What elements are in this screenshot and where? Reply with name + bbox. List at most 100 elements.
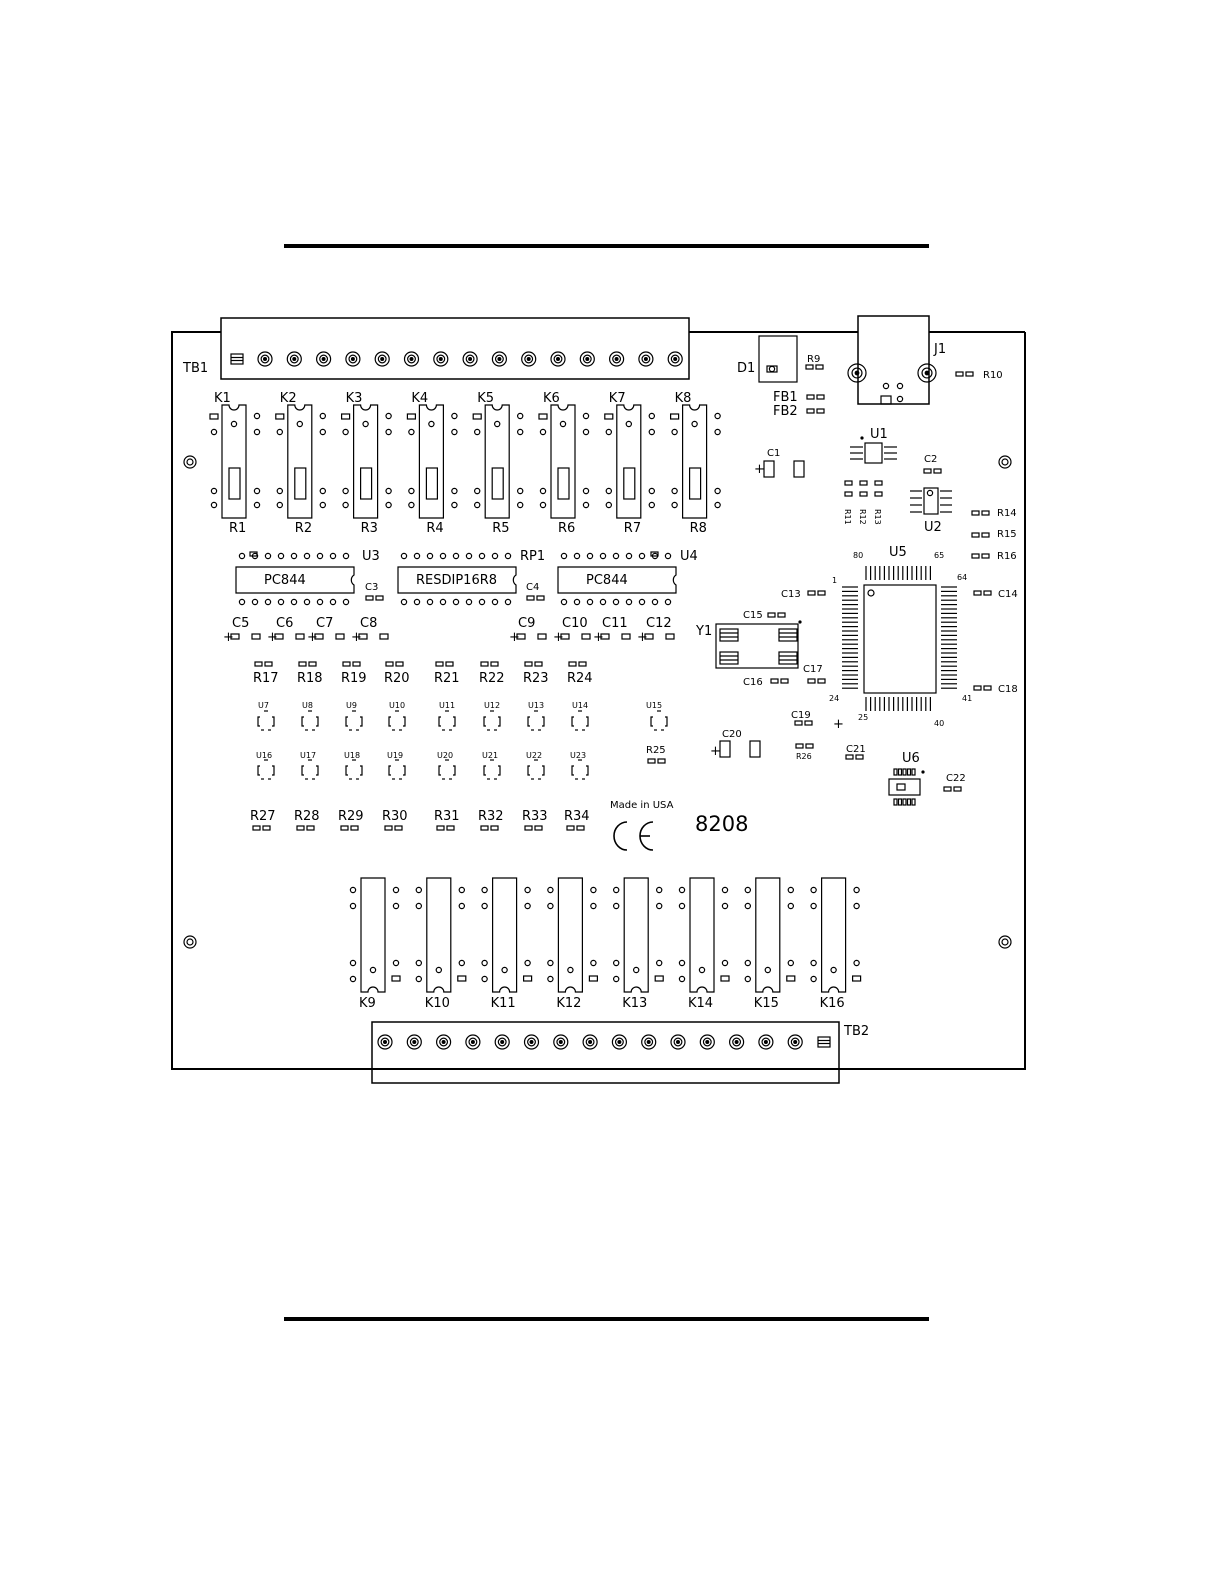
square-terminal — [817, 1036, 831, 1048]
screw-terminal-inner — [524, 354, 534, 364]
via-hole — [478, 552, 486, 560]
cap-plus-C6: + — [267, 630, 278, 645]
smd-pad — [859, 491, 868, 497]
via-hole — [451, 428, 458, 436]
screw-terminal-center — [614, 357, 619, 362]
screw-terminal-outer — [728, 1034, 745, 1050]
u6-pin — [902, 798, 907, 806]
cap-plus-C8: + — [351, 630, 362, 645]
screw-terminal-center — [617, 1039, 622, 1044]
smd-pad — [855, 754, 864, 760]
smd-pad — [981, 553, 990, 559]
u6-pin — [893, 768, 898, 776]
smd-pad — [480, 825, 489, 831]
relay-label-K10: K10 — [425, 996, 450, 1011]
u6-pin — [906, 798, 912, 806]
via-hole — [238, 552, 246, 560]
via-hole — [744, 975, 752, 983]
via-hole — [296, 420, 303, 428]
sot-body — [438, 765, 456, 776]
via-hole — [277, 552, 285, 560]
relay-switch-K2 — [294, 467, 307, 500]
smd-pad — [981, 510, 990, 516]
smd-pad — [807, 678, 816, 684]
via-hole — [582, 412, 590, 420]
screw-terminal-center — [529, 1039, 534, 1044]
cap-label-C5: C5 — [232, 616, 249, 631]
resistor-label-R8: R8 — [690, 521, 707, 536]
screw-terminal-center — [497, 357, 502, 362]
via-hole — [428, 420, 435, 428]
via-hole — [276, 428, 283, 436]
screw-terminal-outer — [670, 1034, 686, 1050]
smd-pad — [480, 661, 489, 667]
via-hole — [671, 428, 678, 436]
smd-pad — [720, 975, 730, 982]
resistor-R24: R24 — [567, 671, 593, 686]
via-hole — [362, 420, 369, 428]
screw-terminal-inner — [702, 1037, 712, 1047]
j1-outline — [857, 315, 930, 405]
screw-terminal-center — [585, 357, 590, 362]
screw-terminal-outer — [611, 1034, 628, 1050]
via-hole — [721, 959, 729, 967]
via-hole — [465, 598, 473, 606]
c1-label: C1 — [767, 448, 780, 459]
relay-label-K9: K9 — [359, 996, 376, 1011]
relay-K1 — [221, 404, 247, 519]
via-hole — [539, 501, 547, 509]
screw-terminal-outer — [403, 351, 420, 367]
u5-pin-1: 1 — [832, 576, 837, 585]
via-hole — [439, 552, 447, 560]
u2-label: U2 — [924, 520, 942, 535]
u5-label: U5 — [889, 545, 907, 560]
smd-pad — [534, 661, 543, 667]
smd-pad — [981, 532, 990, 538]
screw-terminal-outer — [316, 351, 332, 367]
via-hole — [316, 598, 324, 606]
screw-terminal-center — [705, 1039, 710, 1044]
via-hole — [664, 598, 672, 606]
smd-pad — [298, 661, 307, 667]
via-hole — [678, 902, 686, 910]
via-hole — [329, 598, 337, 606]
resistor-R34: R34 — [564, 809, 590, 824]
c4-label: C4 — [526, 582, 539, 593]
screw-terminal-outer — [465, 1034, 481, 1050]
resistor-R30: R30 — [382, 809, 408, 824]
c1-plus: + — [754, 462, 765, 477]
cap-label-C6: C6 — [276, 616, 293, 631]
via-hole — [303, 598, 311, 606]
sot-body — [345, 716, 363, 727]
via-hole — [478, 598, 486, 606]
via-hole — [251, 598, 259, 606]
smd-pad — [665, 633, 675, 640]
via-hole — [451, 412, 458, 420]
via-hole — [744, 886, 752, 894]
smd-pad — [446, 825, 455, 831]
via-hole — [671, 487, 678, 495]
via-hole — [539, 428, 547, 436]
via-hole — [517, 501, 524, 509]
relay-label-K1: K1 — [214, 391, 231, 406]
smd-pad — [566, 825, 575, 831]
smd-pad — [537, 633, 547, 640]
smd-pad — [522, 975, 533, 982]
cap-label-C8: C8 — [360, 616, 377, 631]
y1-label: Y1 — [695, 624, 712, 639]
screw-terminal-center — [441, 1039, 446, 1044]
screw-terminal-center — [500, 1039, 505, 1044]
via-hole — [648, 428, 656, 436]
via-hole — [721, 902, 729, 910]
relay-label-K7: K7 — [609, 391, 626, 406]
via-hole — [210, 487, 218, 495]
smd-pad — [314, 633, 324, 640]
screw-terminal-center — [350, 357, 355, 362]
sot-body — [345, 765, 363, 776]
screw-terminal-outer — [433, 351, 449, 367]
smd-pad — [342, 661, 351, 667]
via-hole — [491, 598, 499, 606]
via-hole — [290, 598, 298, 606]
screw-terminal-center — [646, 1039, 651, 1044]
via-hole — [474, 428, 481, 436]
